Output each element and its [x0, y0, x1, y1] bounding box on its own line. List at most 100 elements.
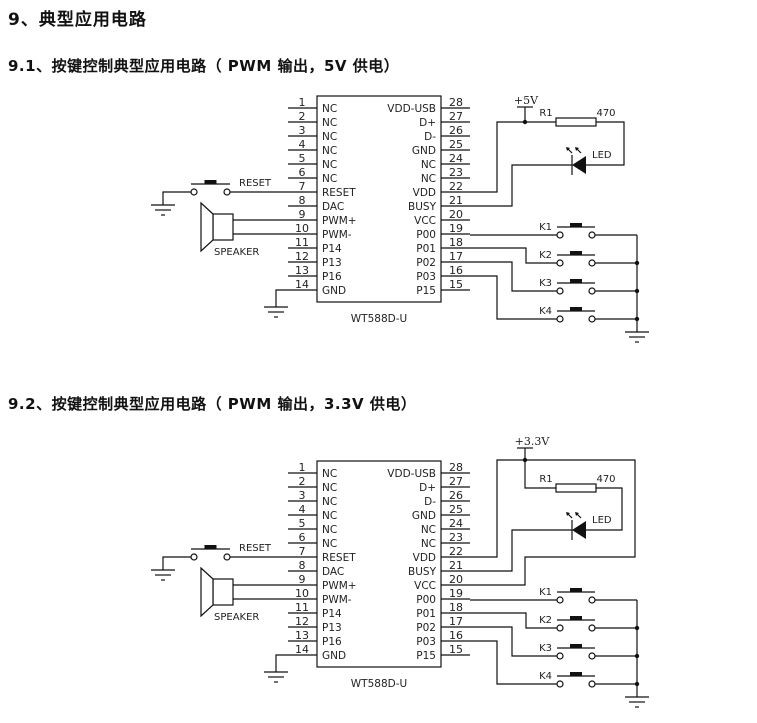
- led-icon: [566, 147, 586, 175]
- contact: [556, 287, 564, 295]
- contact: [556, 652, 564, 660]
- pin-name: PWM+: [322, 580, 357, 592]
- pin-number: 23: [449, 166, 463, 179]
- pin-name: P02: [416, 622, 436, 634]
- actuator-cap: [570, 279, 582, 283]
- busy-wire: [470, 164, 572, 207]
- pin-name: P01: [416, 608, 436, 620]
- pin-name: DAC: [322, 201, 344, 213]
- key-wire: [470, 612, 557, 629]
- push-button-icon: K4: [539, 306, 596, 323]
- button-label: K1: [539, 222, 552, 233]
- pin-number: 7: [299, 180, 306, 193]
- pin-number: 11: [295, 601, 309, 614]
- pin-name: PWM-: [322, 229, 352, 241]
- pin-number: 8: [299, 559, 306, 572]
- resistor-label: R1: [539, 108, 552, 119]
- pin-number: 28: [449, 461, 463, 474]
- pin-name: P14: [322, 243, 342, 255]
- pin-name: P14: [322, 608, 342, 620]
- actuator-cap: [204, 545, 217, 549]
- pin-number: 10: [295, 587, 309, 600]
- resistor-label: R1: [539, 474, 552, 485]
- section-title: 9、典型应用电路: [8, 10, 147, 30]
- speaker-label: SPEAKER: [214, 612, 259, 623]
- pin-number: 19: [449, 222, 463, 235]
- pin-number: 5: [299, 152, 306, 165]
- pin-number: 6: [299, 531, 306, 544]
- contact: [588, 231, 596, 239]
- pin-name: DAC: [322, 566, 344, 578]
- contact: [588, 652, 596, 660]
- wire: [586, 487, 623, 531]
- push-button-icon: K1: [539, 222, 596, 239]
- resistor-icon: [555, 117, 597, 127]
- pin-name: GND: [322, 285, 346, 297]
- supply-label: +3.3V: [515, 435, 551, 448]
- pin-name: VCC: [414, 580, 436, 592]
- pin-number: 1: [299, 96, 306, 109]
- supply-label: +5V: [514, 94, 539, 107]
- pin-name: NC: [322, 510, 337, 522]
- push-button-icon: K3: [539, 278, 596, 295]
- resistor-value: 470: [596, 474, 615, 485]
- led-label: LED: [592, 150, 612, 161]
- contact: [556, 231, 564, 239]
- push-button-icon: K3: [539, 643, 596, 660]
- speaker-cone: [200, 201, 214, 253]
- led-triangle: [572, 521, 586, 539]
- led-arrowhead: [575, 512, 579, 516]
- contact: [556, 680, 564, 688]
- button-label: K4: [539, 306, 552, 317]
- pin-number: 25: [449, 503, 463, 516]
- pin-name: NC: [421, 159, 436, 171]
- pin-name: BUSY: [408, 566, 437, 578]
- pin-name: P02: [416, 257, 436, 269]
- contact: [556, 624, 564, 632]
- chip-part-name: WT588D-U: [351, 678, 407, 690]
- pin-number: 17: [449, 615, 463, 628]
- contact: [588, 624, 596, 632]
- pin-number: 14: [295, 278, 309, 291]
- pin-number: 19: [449, 587, 463, 600]
- led-arrowhead: [566, 147, 570, 151]
- led-arrowhead: [575, 147, 579, 151]
- pin-name: P03: [416, 636, 436, 648]
- actuator-cap: [570, 672, 582, 676]
- push-button-icon: K1: [539, 587, 596, 604]
- pin-number: 16: [449, 629, 463, 642]
- contact: [190, 553, 198, 561]
- pin-number: 2: [299, 110, 306, 123]
- chip-body: [316, 460, 442, 668]
- ground-icon: [625, 696, 649, 708]
- pin-number: 9: [299, 573, 306, 586]
- key-wire: [470, 275, 557, 320]
- pin-name: P15: [416, 650, 436, 662]
- pin-number: 21: [449, 559, 463, 572]
- reset-label: RESET: [239, 543, 272, 554]
- led-icon: [566, 512, 586, 540]
- pin-name: GND: [322, 650, 346, 662]
- pin-number: 17: [449, 250, 463, 263]
- pin-name: NC: [322, 159, 337, 171]
- pin-name: P16: [322, 271, 342, 283]
- pin-number: 12: [295, 250, 309, 263]
- pin-number: 8: [299, 194, 306, 207]
- pin-number: 22: [449, 545, 463, 558]
- pin-number: 15: [449, 643, 463, 656]
- wire: [275, 289, 288, 307]
- actuator-cap: [570, 588, 582, 592]
- chip-body: [316, 95, 442, 303]
- pin-name: P00: [416, 229, 436, 241]
- speaker-icon: [200, 201, 234, 253]
- actuator-cap: [570, 223, 582, 227]
- ground-icon: [151, 569, 175, 581]
- pin-number: 27: [449, 475, 463, 488]
- pin-number: 2: [299, 475, 306, 488]
- pin-number: 26: [449, 489, 463, 502]
- pin-number: 4: [299, 138, 306, 151]
- pin-name: VDD: [413, 552, 436, 564]
- pin-name: NC: [421, 173, 436, 185]
- push-button-icon: [190, 545, 231, 561]
